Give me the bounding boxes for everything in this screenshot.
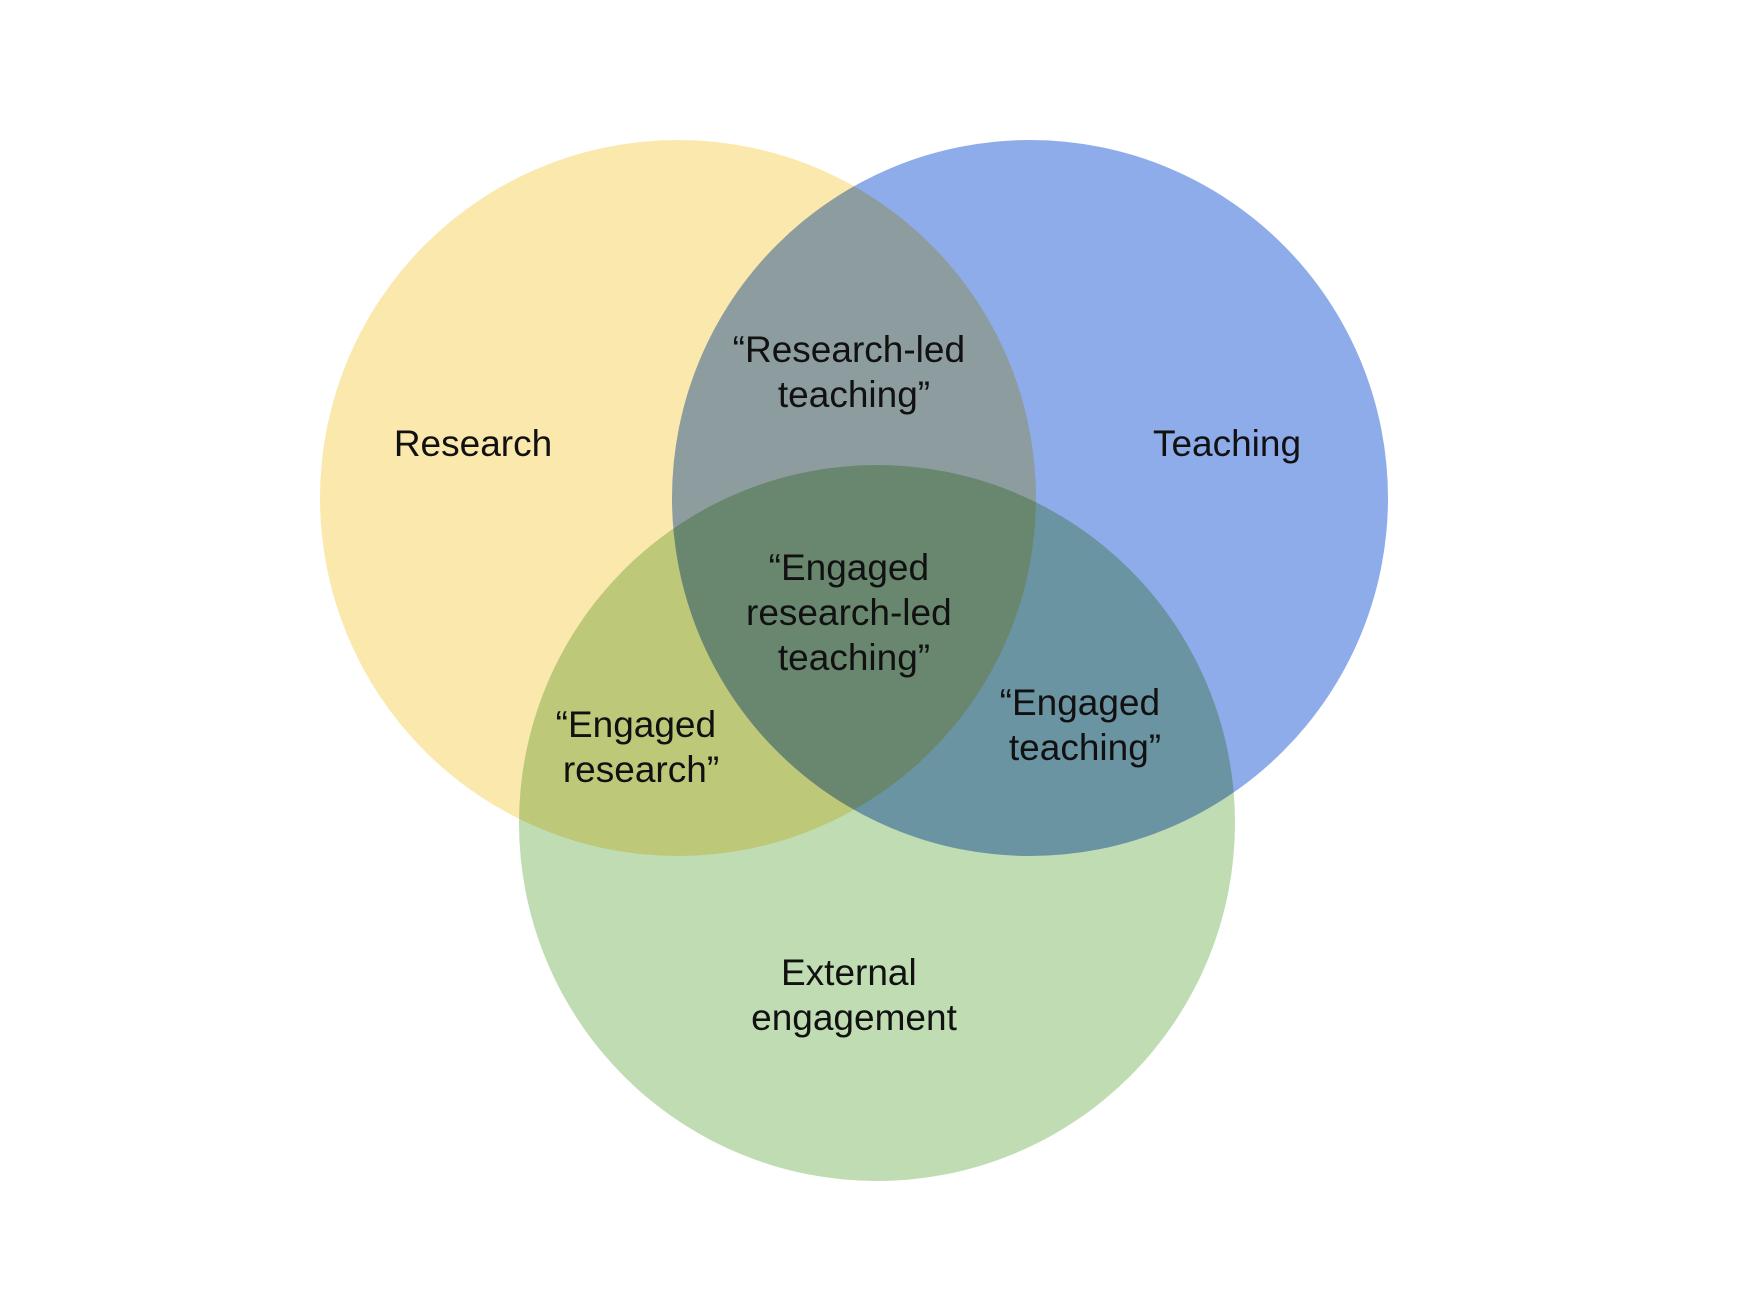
research-label: Research (394, 423, 552, 464)
all-three-label: “Engaged research-led teaching” (746, 547, 962, 678)
all-three-label-line-2: research-led (746, 592, 952, 633)
external-engagement-label: External engagement (751, 952, 957, 1038)
all-three-label-line-1: “Engaged (769, 547, 929, 588)
external-engagement-label-line-2: engagement (751, 997, 957, 1038)
teaching-engagement-label-line-2: teaching” (1009, 727, 1161, 768)
teaching-label-line: Teaching (1153, 423, 1301, 464)
research-teaching-label-line-1: “Research-led (733, 329, 965, 370)
research-teaching-label-line-2: teaching” (778, 374, 930, 415)
external-engagement-label-line-1: External (781, 952, 917, 993)
research-teaching-label: “Research-led teaching” (733, 329, 976, 415)
teaching-label: Teaching (1153, 423, 1301, 464)
external-engagement-circle (519, 465, 1235, 1181)
teaching-engagement-label: “Engaged teaching” (1000, 682, 1171, 768)
research-engagement-label-line-1: “Engaged (556, 704, 716, 745)
research-label-line: Research (394, 423, 552, 464)
teaching-engagement-label-line-1: “Engaged (1000, 682, 1160, 723)
all-three-label-line-3: teaching” (778, 637, 930, 678)
research-engagement-label-line-2: research” (563, 749, 719, 790)
research-engagement-label: “Engaged research” (556, 704, 727, 790)
